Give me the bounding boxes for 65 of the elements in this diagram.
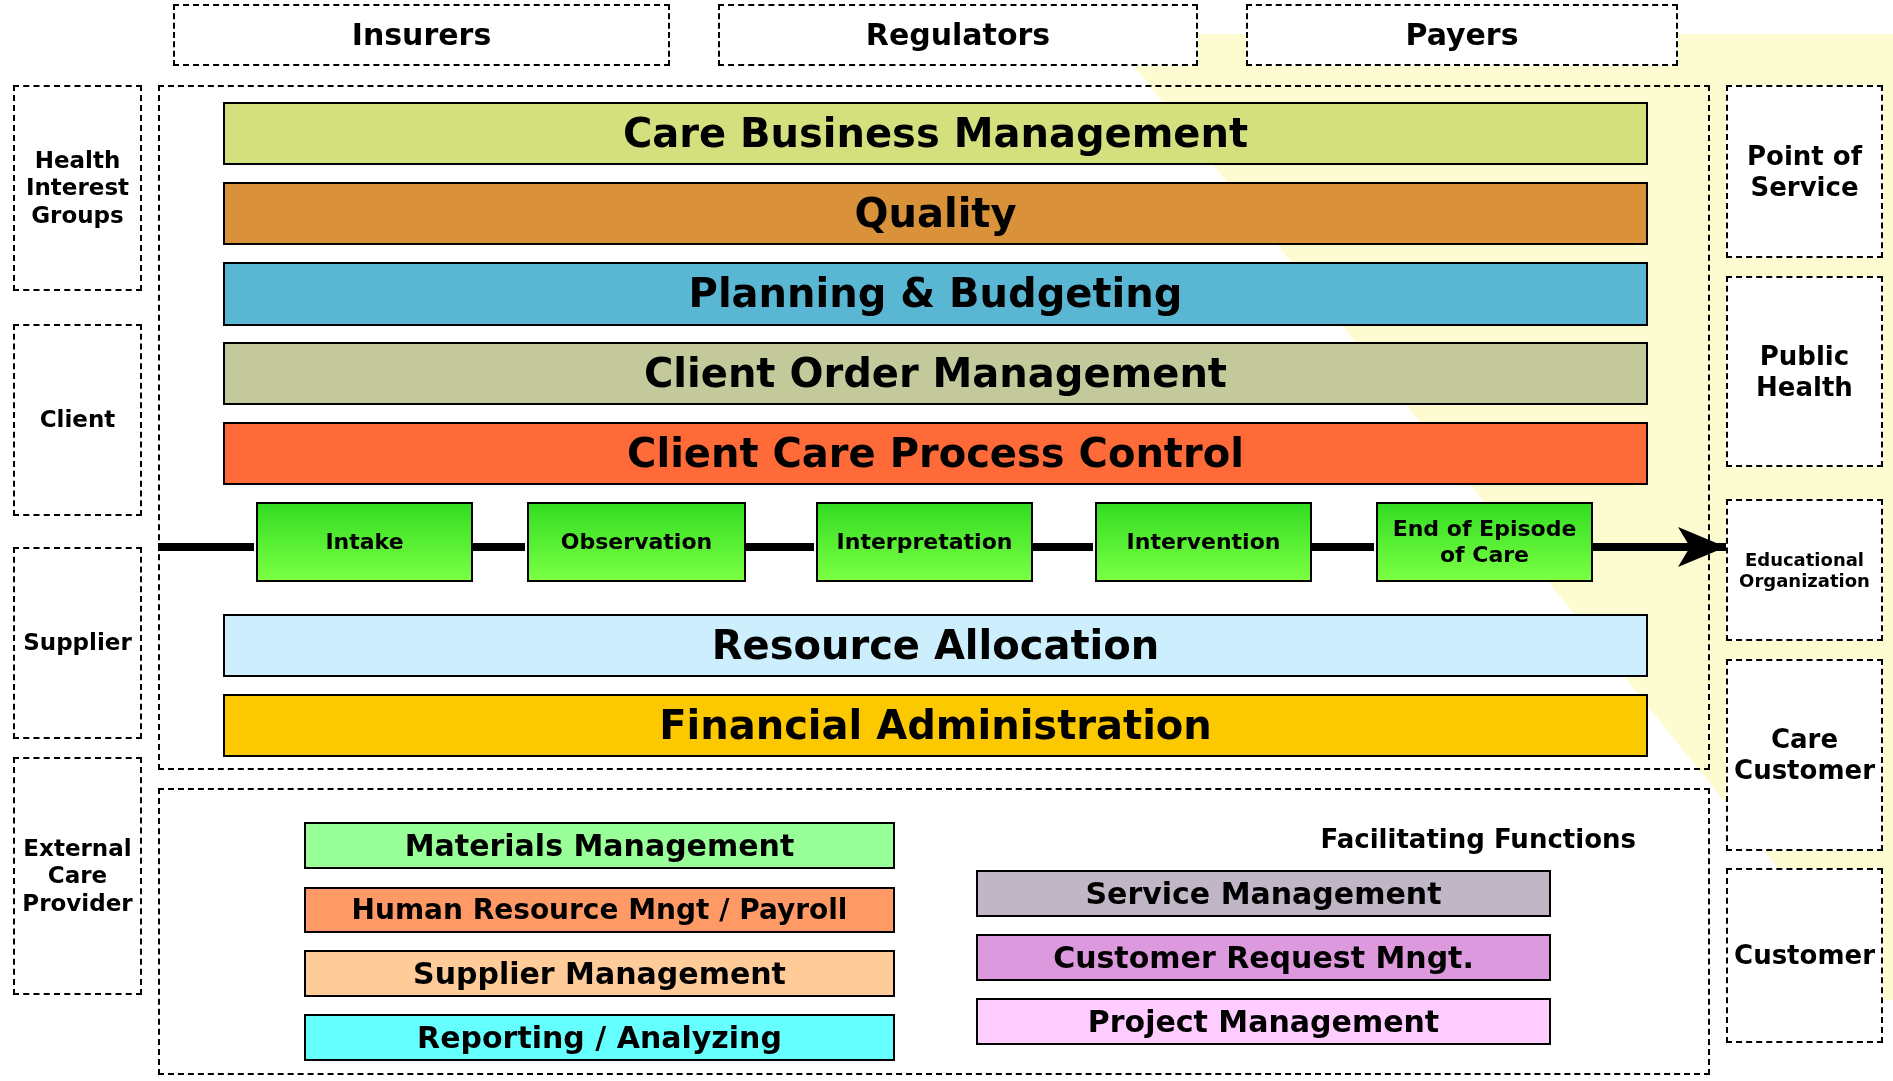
facilitating-function-bar: [976, 870, 1551, 917]
node-label: Human Resource Mngt / Payroll: [351, 893, 848, 927]
process-step-box: [816, 502, 1033, 582]
node-label: Care Customer: [1733, 724, 1876, 786]
node-label: Health Interest Groups: [24, 147, 131, 229]
node-label: Resource Allocation: [711, 621, 1160, 670]
node-label: Intervention: [1126, 529, 1281, 555]
stakeholder-box: [13, 547, 142, 739]
node-label: Supplier: [23, 629, 132, 657]
node-label: Supplier Management: [413, 955, 786, 992]
stakeholder-box: [1726, 499, 1883, 641]
function-bar: [223, 262, 1648, 326]
panel-heading: Facilitating Functions: [1320, 824, 1636, 855]
function-bar: [223, 422, 1648, 485]
node-label: Planning & Budgeting: [688, 270, 1183, 318]
node-label: Observation: [560, 529, 713, 555]
stakeholder-box: [13, 757, 142, 995]
node-label: Public Health: [1755, 340, 1854, 403]
node-label: End of Episode of Care: [1391, 516, 1578, 568]
stakeholder-box: [1246, 4, 1678, 66]
node-label: Intake: [325, 529, 404, 555]
node-label: Client: [39, 406, 116, 434]
process-step-box: [1376, 502, 1593, 582]
node-label: Customer Request Mngt.: [1053, 939, 1474, 976]
stakeholder-box: [1726, 85, 1883, 258]
node-label: External Care Provider: [21, 835, 134, 917]
function-bar: [223, 182, 1648, 245]
function-bar: [223, 102, 1648, 165]
facilitating-functions-panel: [158, 788, 1710, 1075]
stakeholder-box: [1726, 276, 1883, 467]
facilitating-function-bar: [976, 998, 1551, 1045]
node-label: Point of Service: [1746, 140, 1864, 203]
facilitating-function-bar: [304, 822, 895, 869]
node-label: Care Business Management: [622, 109, 1249, 158]
node-label: Client Order Management: [644, 349, 1227, 398]
stakeholder-box: [173, 4, 670, 66]
node-label: Service Management: [1085, 875, 1442, 912]
node-label: Quality: [854, 189, 1017, 238]
stakeholder-box: [1726, 868, 1883, 1043]
stakeholder-box: [13, 324, 142, 516]
facilitating-function-bar: [976, 934, 1551, 981]
node-label: Materials Management: [404, 827, 795, 864]
stakeholder-box: [13, 85, 142, 291]
facilitating-function-bar: [304, 950, 895, 997]
process-step-box: [1095, 502, 1312, 582]
process-step-box: [527, 502, 746, 582]
stakeholder-box: [718, 4, 1198, 66]
function-bar: [223, 342, 1648, 405]
node-label: Interpretation: [836, 529, 1013, 555]
node-label: Payers: [1405, 17, 1519, 53]
process-step-box: [256, 502, 473, 582]
facilitating-function-bar: [304, 1014, 895, 1061]
function-bar: [223, 694, 1648, 757]
node-label: Client Care Process Control: [627, 429, 1244, 478]
node-label: Financial Administration: [659, 701, 1212, 750]
stakeholder-box: [1726, 659, 1883, 851]
node-label: Regulators: [865, 17, 1051, 53]
facilitating-function-bar: [304, 887, 895, 933]
function-bar: [223, 614, 1648, 677]
node-label: Customer: [1734, 940, 1875, 971]
core-process-frame: [158, 85, 1710, 770]
node-label: Reporting / Analyzing: [417, 1019, 782, 1056]
node-label: Insurers: [351, 17, 492, 53]
node-label: Educational Organization: [1738, 548, 1871, 592]
node-label: Project Management: [1087, 1003, 1440, 1040]
